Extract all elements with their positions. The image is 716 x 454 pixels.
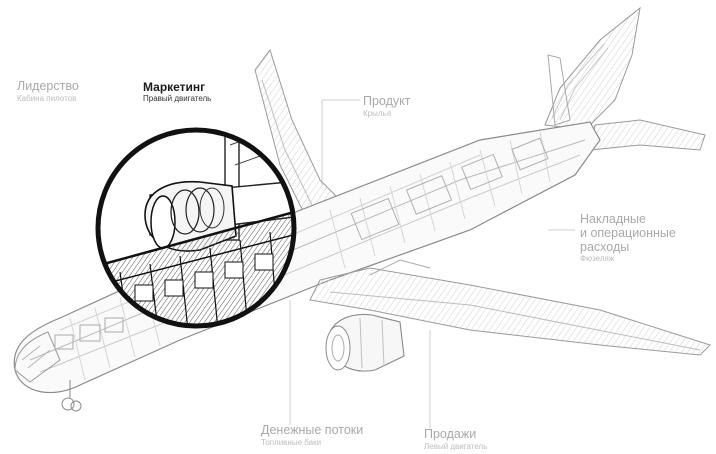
left-stabilizer	[547, 54, 571, 126]
left-engine	[325, 313, 405, 372]
overhead-title-line2: и операционные	[580, 225, 676, 240]
far-wing	[254, 48, 346, 216]
leadership-title: Лидерство	[17, 79, 79, 93]
right-stabilizer	[589, 119, 706, 151]
label-product: Продукт Крылья	[363, 94, 411, 119]
cashflow-subtitle: Топливные баки	[261, 437, 322, 447]
sales-title: Продажи	[424, 427, 477, 441]
cashflow-title: Денежные потоки	[261, 423, 364, 437]
product-subtitle: Крылья	[363, 108, 392, 118]
near-wing	[309, 259, 711, 356]
overhead-title-line3: расходы	[580, 239, 630, 254]
marketing-title: Маркетинг	[143, 80, 206, 94]
zoom-detail-right-engine	[95, 127, 297, 329]
tail-fin	[544, 6, 641, 131]
label-sales: Продажи Левый двигатель	[424, 427, 488, 452]
leader-lines	[289, 99, 575, 428]
sales-subtitle: Левый двигатель	[424, 441, 488, 451]
label-marketing: Маркетинг Правый двигатель	[143, 80, 212, 104]
leadership-subtitle: Кабина пилотов	[17, 93, 77, 103]
overhead-subtitle: Фюзеляж	[580, 254, 615, 264]
product-title: Продукт	[363, 94, 411, 108]
label-cashflow: Денежные потоки Топливные баки	[261, 423, 364, 448]
overhead-title-line1: Накладные	[580, 212, 646, 226]
marketing-subtitle: Правый двигатель	[143, 94, 212, 104]
label-overhead: Накладные и операционные расходы Фюзеляж	[580, 212, 676, 264]
nose-gear	[61, 380, 82, 412]
label-leadership: Лидерство Кабина пилотов	[17, 79, 79, 104]
